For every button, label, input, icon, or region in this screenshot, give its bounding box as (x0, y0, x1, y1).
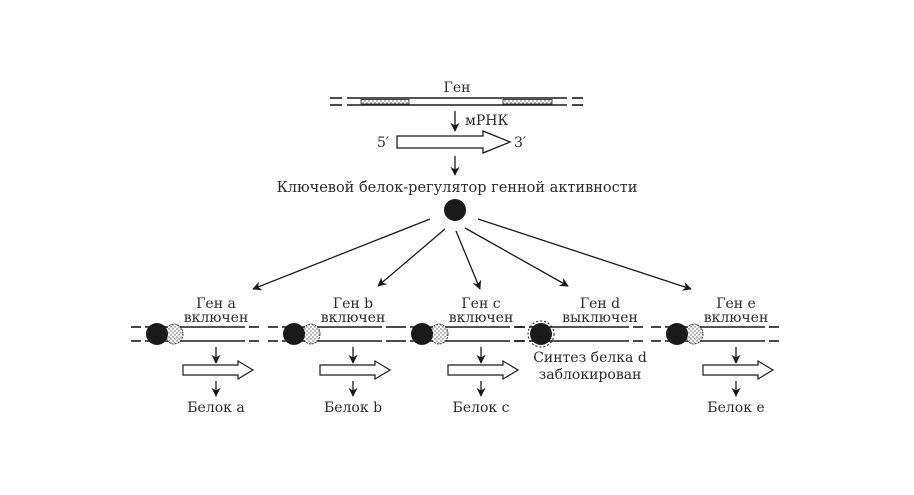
protein-label: Белок a (187, 400, 244, 416)
regulator-protein-bound (283, 323, 305, 345)
gene-name: Ген b (333, 296, 373, 312)
protein-label: Белок c (453, 400, 510, 416)
rna-polymerase (429, 323, 449, 345)
mrna-arrow (447, 359, 520, 381)
terminator-region (502, 99, 553, 105)
gene-state: включен (321, 310, 386, 326)
gene-name: Ген a (196, 296, 236, 312)
gene-name: Ген e (716, 296, 756, 312)
protein-label: Белок b (324, 400, 382, 416)
regulator-protein-bound (666, 323, 688, 345)
regulator-protein-bound (146, 323, 168, 345)
gene-name: Ген d (580, 296, 620, 312)
regulator-protein (444, 199, 466, 221)
mrna-arrow (702, 359, 775, 381)
arrow-to-gene-b (377, 228, 446, 287)
arrow-to-gene-c (455, 230, 482, 290)
arrow-to-gene-a (252, 218, 431, 291)
blocked-text-line1: Синтез белка d (533, 350, 647, 366)
promoter-region (360, 99, 410, 105)
gene-state: выключен (562, 310, 638, 326)
rna-polymerase (164, 323, 184, 345)
three-prime-label: 3′ (514, 135, 526, 151)
blocked-text-line2: заблокирован (539, 367, 642, 383)
mrna-arrow (396, 130, 512, 154)
regulator-arrows (252, 218, 692, 291)
mrna-label: мРНК (465, 113, 509, 129)
gene-state: включен (449, 310, 514, 326)
rna-polymerase (684, 323, 704, 345)
top-gene: Ген мРНК 5′ 3′ (330, 80, 583, 176)
regulator-protein-bound (411, 323, 433, 345)
mrna-arrow (319, 359, 392, 381)
gene-name: Ген c (461, 296, 500, 312)
five-prime-label: 5′ (377, 135, 389, 151)
rna-polymerase (301, 323, 321, 345)
regulator-protein-bound (530, 323, 552, 345)
gene-state: включен (704, 310, 769, 326)
gene-state: включен (184, 310, 249, 326)
arrow-to-gene-e (477, 218, 692, 291)
blocked-polymerase-outline (527, 320, 555, 348)
regulator-label: Ключевой белок-регулятор генной активнос… (277, 180, 638, 196)
protein-label: Белок e (707, 400, 764, 416)
arrow-to-gene-d (464, 227, 569, 287)
gene-label: Ген (444, 80, 471, 96)
mrna-arrow (182, 359, 255, 381)
